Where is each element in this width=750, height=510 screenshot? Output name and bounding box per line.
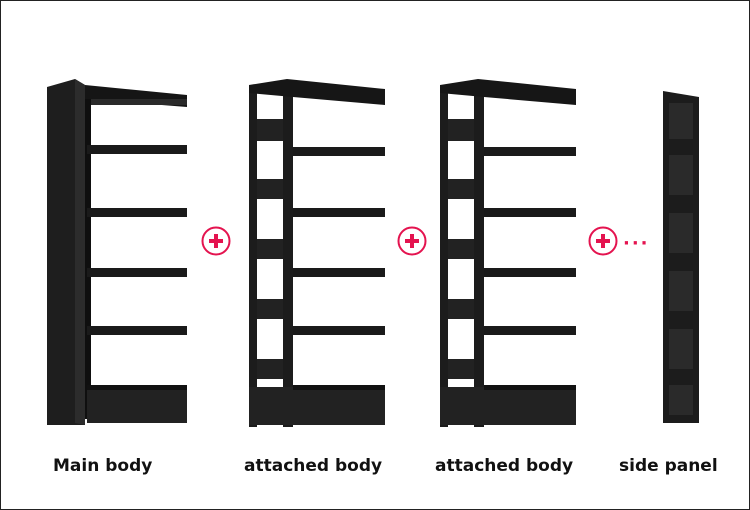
ellipsis-dots: ··· <box>623 233 650 254</box>
label-side-panel: side panel <box>619 456 718 476</box>
plus-icon <box>397 226 427 256</box>
label-attached-body-2: attached body <box>435 456 574 476</box>
attached-body-shelf-image <box>249 79 385 427</box>
label-main-body: Main body <box>53 456 153 476</box>
label-attached-body-1: attached body <box>244 456 383 476</box>
plus-icon <box>201 226 231 256</box>
attached-body-shelf-image <box>440 79 576 427</box>
main-body-shelf-image <box>47 79 187 425</box>
plus-icon <box>588 226 618 256</box>
side-panel-image <box>663 91 699 423</box>
